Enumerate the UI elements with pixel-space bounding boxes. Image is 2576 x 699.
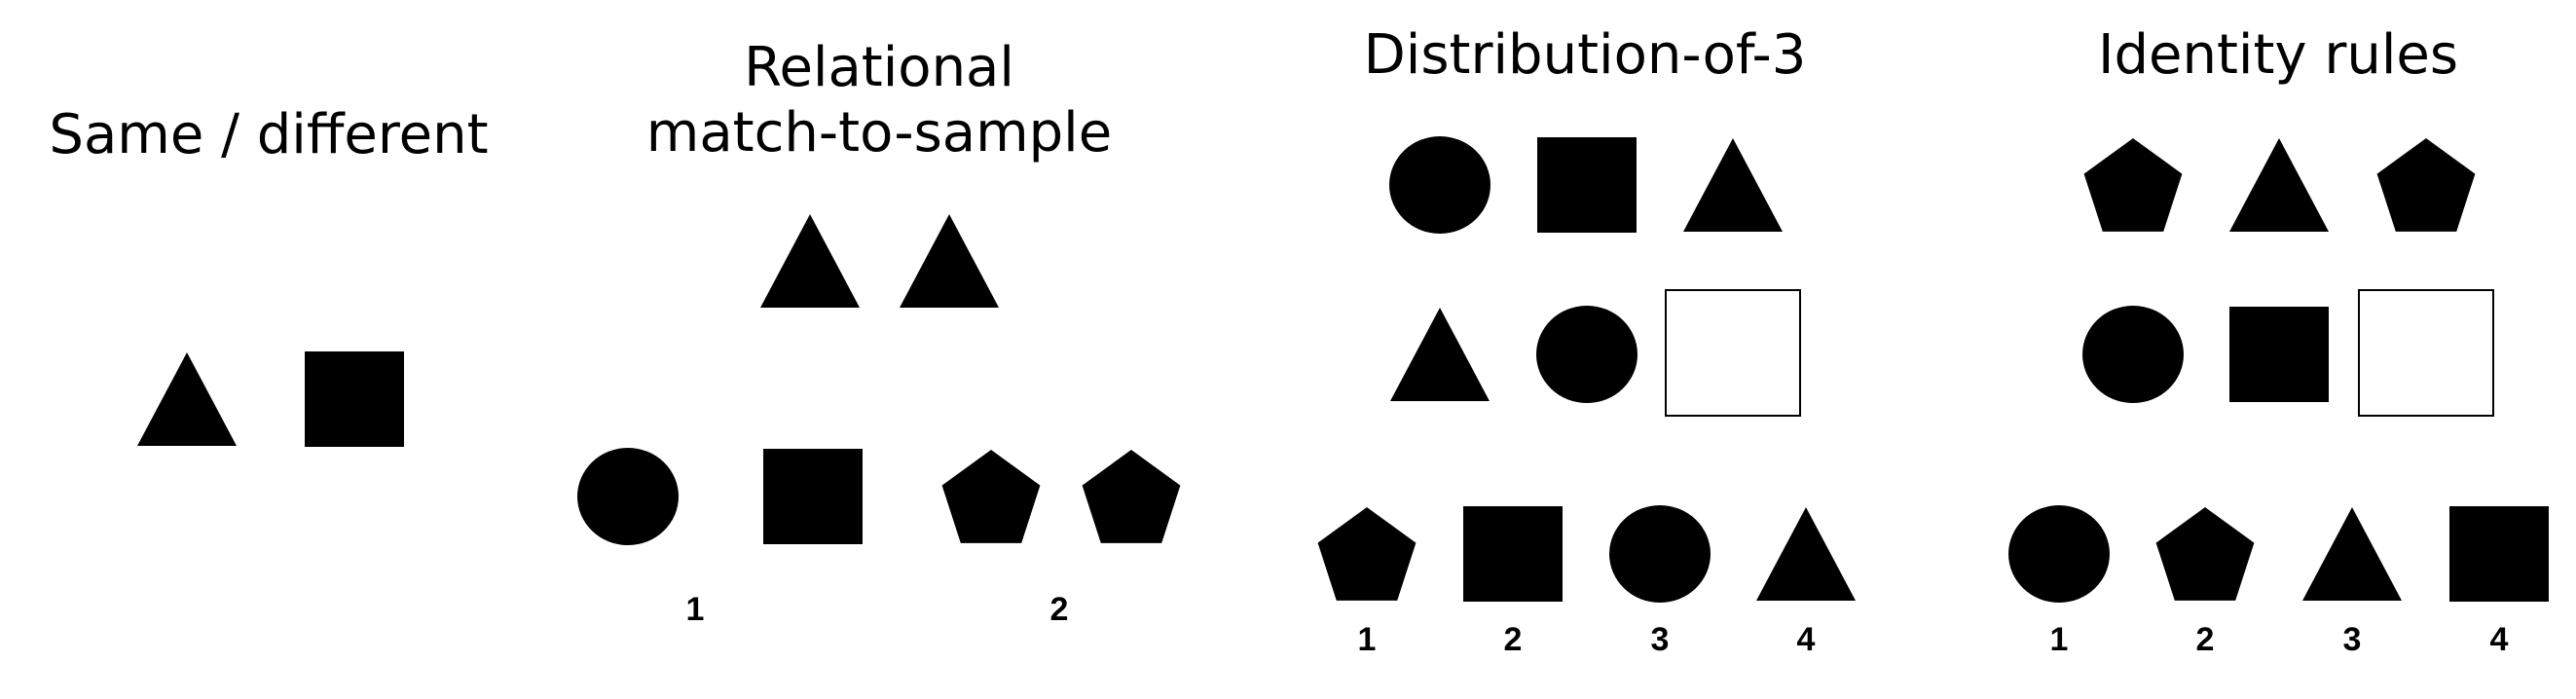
- circle-shape: [577, 448, 679, 545]
- triangle-shape: [2229, 138, 2329, 232]
- circle-shape: [1609, 505, 1711, 603]
- square-shape: [1537, 137, 1637, 233]
- circle-shape: [1536, 306, 1638, 403]
- triangle-shape: [1390, 308, 1490, 401]
- panel-title: match-to-sample: [646, 101, 1112, 165]
- triangle-shape: [2302, 507, 2402, 601]
- square-shape: [305, 351, 404, 447]
- circle-shape: [2008, 505, 2110, 603]
- answer-option-number: 3: [2343, 621, 2362, 658]
- answer-option-number: 2: [1504, 621, 1523, 658]
- panel-title: Same / different: [49, 103, 488, 166]
- pentagon-shape: [2155, 507, 2255, 601]
- triangle-shape: [137, 352, 237, 446]
- triangle-shape: [760, 214, 860, 308]
- triangle-shape: [900, 214, 999, 308]
- answer-option-number: 4: [2490, 621, 2509, 658]
- panel-title: Distribution-of-3: [1364, 23, 1807, 87]
- pentagon-shape: [2083, 138, 2183, 232]
- square-shape: [2449, 506, 2549, 602]
- panel-title: Identity rules: [2098, 23, 2458, 87]
- answer-option-number: 2: [1050, 591, 1069, 628]
- pentagon-shape: [1082, 450, 1181, 543]
- answer-option-number: 3: [1651, 621, 1670, 658]
- square-shape: [1463, 506, 1563, 602]
- panel-distribution-of-3: Distribution-of-3 1 2 3 4: [1317, 23, 1856, 658]
- panel-identity-rules: Identity rules 1 2 3 4: [2008, 23, 2549, 658]
- empty-answer-box: [2358, 289, 2494, 417]
- panel-title: Relational: [744, 36, 1014, 99]
- triangle-shape: [1756, 507, 1856, 601]
- answer-option-number: 2: [2196, 621, 2215, 658]
- pentagon-shape: [941, 450, 1041, 543]
- pentagon-shape: [1317, 507, 1417, 601]
- answer-option-number: 1: [1358, 621, 1377, 658]
- square-shape: [2229, 307, 2329, 402]
- circle-shape: [1389, 136, 1490, 234]
- empty-answer-box: [1665, 289, 1801, 417]
- circle-shape: [2082, 306, 2184, 403]
- square-shape: [763, 449, 863, 544]
- answer-option-number: 1: [2050, 621, 2069, 658]
- answer-option-number: 4: [1797, 621, 1816, 658]
- answer-option-number: 1: [686, 591, 705, 628]
- panel-same-different: Same / different: [49, 103, 489, 447]
- triangle-shape: [1683, 138, 1783, 232]
- pentagon-shape: [2376, 138, 2476, 232]
